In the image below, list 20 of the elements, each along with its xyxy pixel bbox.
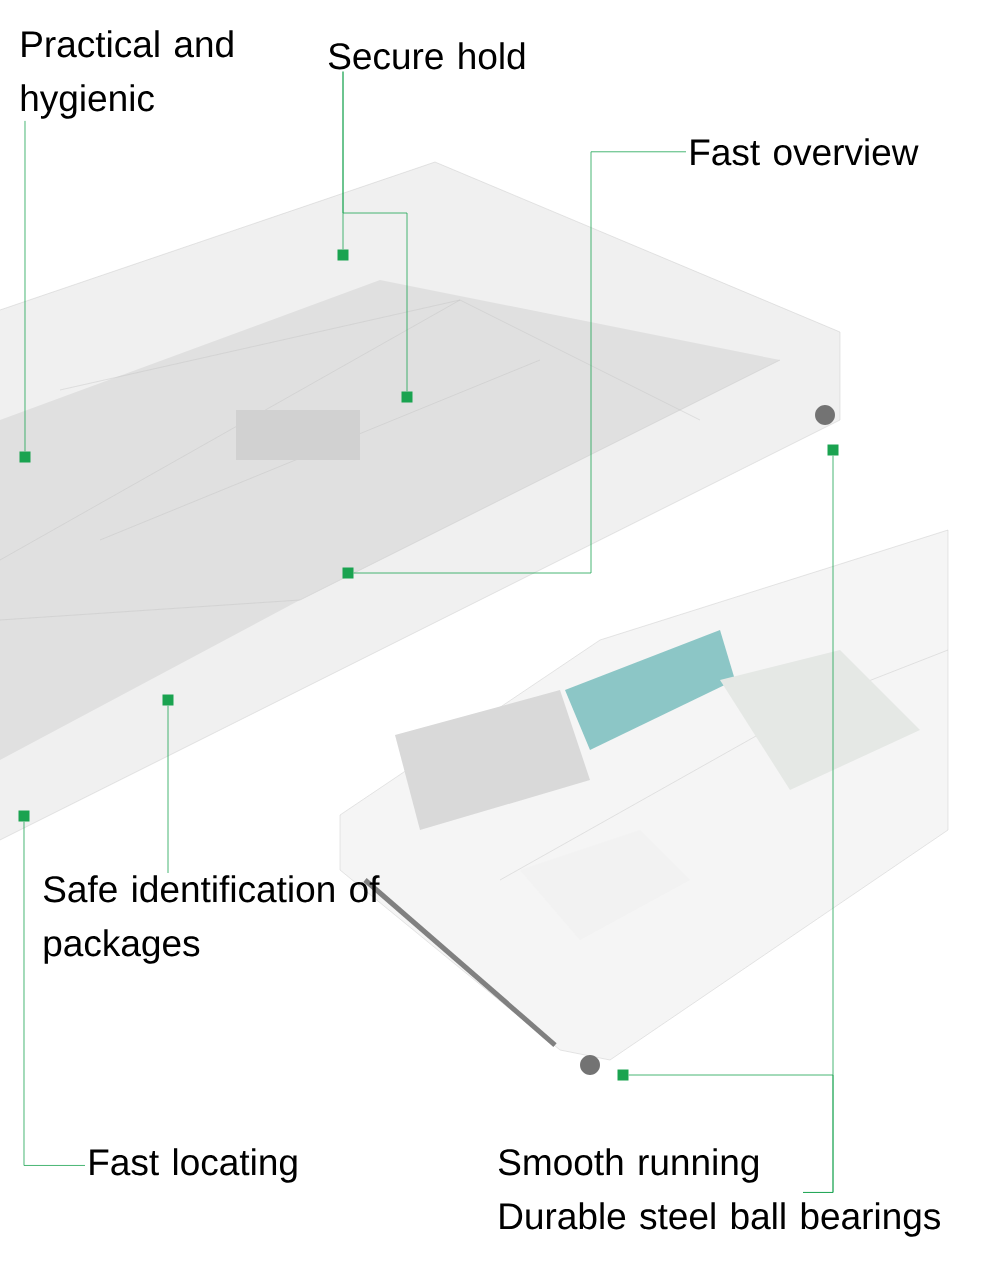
marker-square — [401, 391, 413, 403]
leader-line — [342, 71, 408, 392]
marker-square — [617, 1069, 629, 1081]
leader-line — [167, 705, 169, 874]
marker-square — [337, 249, 349, 261]
callout-text: Secure hold — [328, 42, 525, 70]
marker-square — [162, 694, 174, 706]
callout-text: Fast overview — [691, 138, 919, 166]
callout-text: Safe identification of packages — [43, 875, 380, 964]
marker-square — [19, 451, 31, 463]
marker-square — [18, 810, 30, 822]
marker-square — [827, 444, 839, 456]
callout-text: Fast locating — [90, 1148, 297, 1183]
leader-line — [628, 1074, 834, 1193]
callout-text: Practical and hygienic — [21, 30, 233, 119]
leader-line — [23, 821, 86, 1166]
callout-text: Smooth running Durable steel ball bearings — [498, 1148, 940, 1237]
leader-line — [353, 151, 687, 574]
leader-line — [24, 120, 26, 452]
marker-square — [342, 567, 354, 579]
